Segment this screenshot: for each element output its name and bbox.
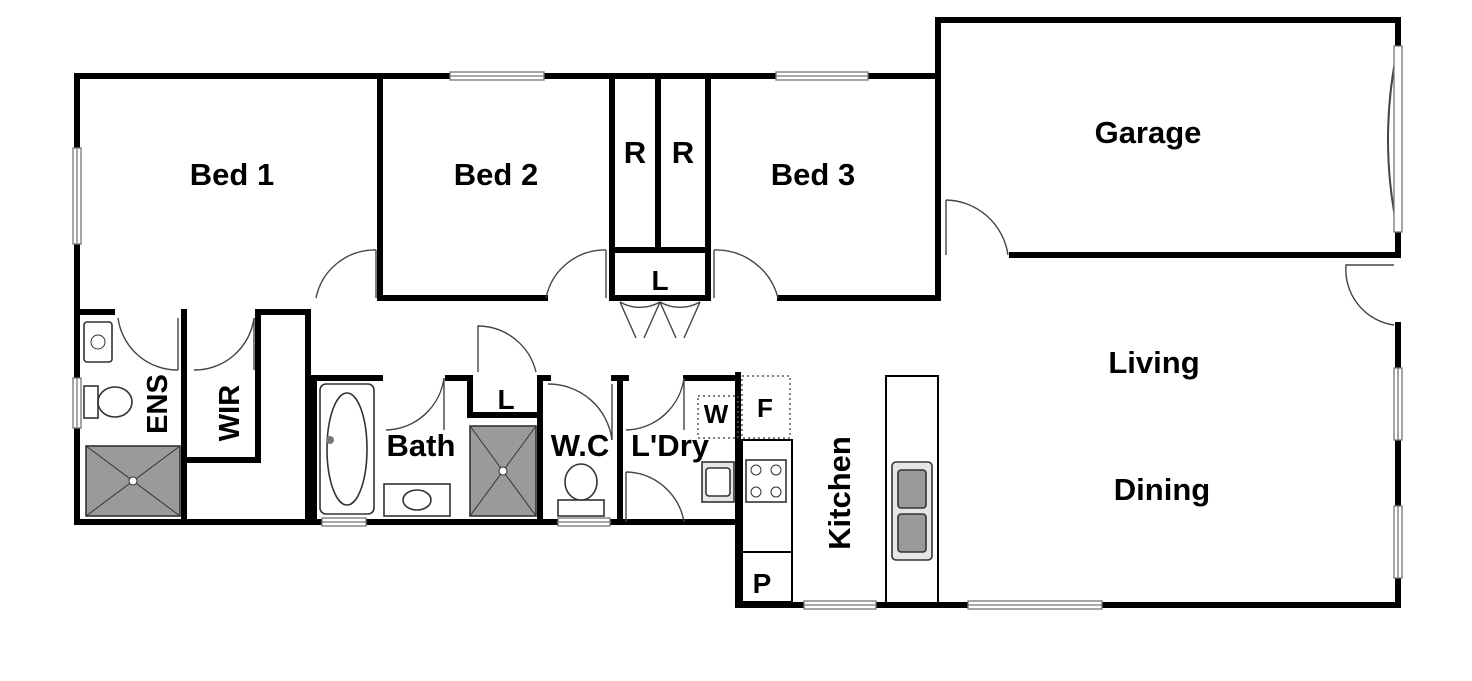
label-fridge: F xyxy=(757,393,773,423)
label-robe-left: R xyxy=(624,135,646,170)
label-garage: Garage xyxy=(1095,115,1202,150)
label-pantry: P xyxy=(753,568,772,599)
label-washer: W xyxy=(704,399,729,429)
label-bath: Bath xyxy=(387,428,456,463)
windows xyxy=(72,45,1403,610)
label-linen-top: L xyxy=(651,265,668,296)
label-laundry: L'Dry xyxy=(631,428,710,463)
label-wir: WIR xyxy=(214,385,246,441)
label-wc: W.C xyxy=(551,428,610,463)
label-living: Living xyxy=(1108,345,1199,380)
label-dining: Dining xyxy=(1114,472,1210,507)
label-bed2: Bed 2 xyxy=(454,157,538,192)
label-bed1: Bed 1 xyxy=(190,157,274,192)
label-linen-bottom: L xyxy=(497,384,514,415)
label-kitchen: Kitchen xyxy=(822,436,857,550)
door-swings xyxy=(117,199,1395,523)
label-robe-right: R xyxy=(672,135,694,170)
room-labels: Bed 1 Bed 2 Bed 3 R R Garage L L ENS WIR… xyxy=(142,115,1210,599)
label-ensuite: ENS xyxy=(142,374,174,434)
label-bed3: Bed 3 xyxy=(771,157,855,192)
fixtures xyxy=(83,321,939,605)
interior-walls xyxy=(74,73,1401,525)
